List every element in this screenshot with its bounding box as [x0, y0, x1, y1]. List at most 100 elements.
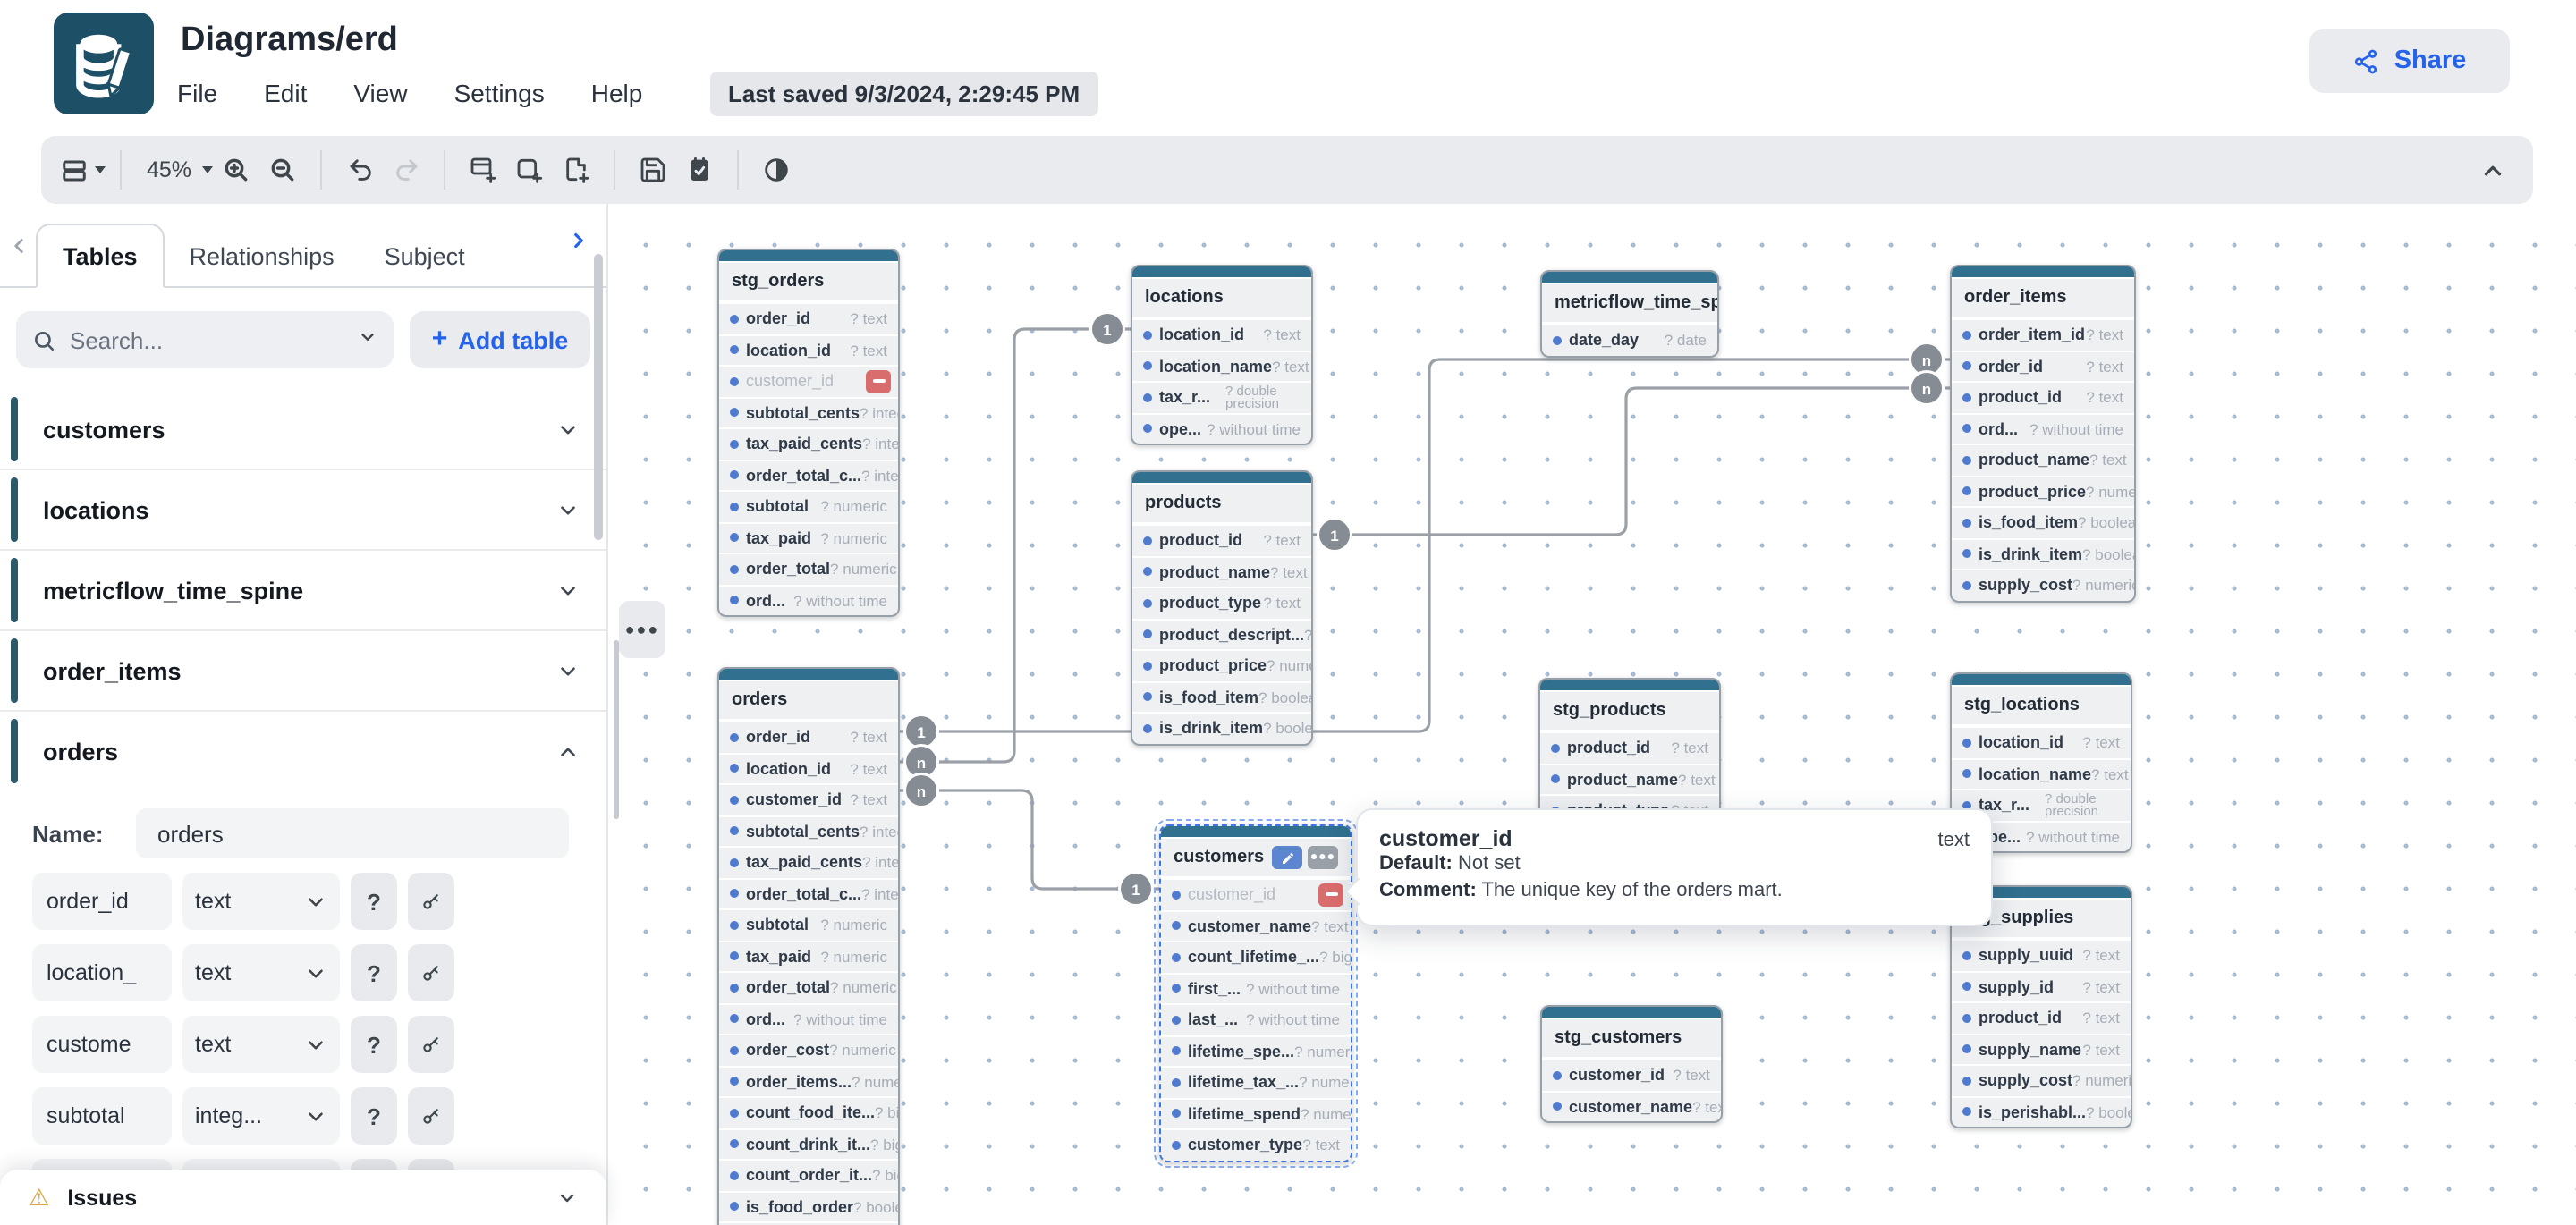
- field-row-is_perishabl[interactable]: is_perishabl...? boolean: [1952, 1095, 2131, 1127]
- table-node-metricflow_time_spine[interactable]: metricflow_time_spinedate_day? date: [1540, 270, 1719, 357]
- chevron-down-icon[interactable]: [556, 659, 580, 682]
- field-row-product_price[interactable]: product_price? numeric: [1132, 649, 1311, 680]
- field-row-customer_name[interactable]: customer_name? text: [1161, 909, 1351, 941]
- chevron-down-icon[interactable]: [556, 498, 580, 521]
- field-row-product_type[interactable]: product_type? text: [1132, 587, 1311, 618]
- field-type-select[interactable]: text: [182, 1016, 340, 1073]
- field-row-product_id[interactable]: product_id? text: [1952, 381, 2134, 412]
- field-row-subtotal_cents[interactable]: subtotal_cents? integer: [719, 815, 898, 846]
- nullable-toggle-button[interactable]: ?: [351, 1087, 397, 1145]
- field-row-location_id[interactable]: location_id? text: [719, 752, 898, 783]
- field-row-customer_id[interactable]: customer_id? text: [1542, 1059, 1721, 1090]
- contrast-toggle-button[interactable]: [753, 145, 800, 195]
- field-row-subtotal[interactable]: subtotal? numeric: [719, 908, 898, 940]
- menu-help[interactable]: Help: [590, 79, 643, 107]
- field-row-product_name[interactable]: product_name? text: [1952, 444, 2134, 475]
- edit-table-button[interactable]: [1272, 846, 1302, 869]
- field-row-date_day[interactable]: date_day? date: [1542, 324, 1717, 355]
- field-row-is_food_order[interactable]: is_food_order? boolean: [719, 1190, 898, 1221]
- redo-button[interactable]: [383, 145, 429, 195]
- field-row-product_id[interactable]: product_id? text: [1132, 524, 1311, 555]
- field-row-last_[interactable]: last_...? without time: [1161, 1003, 1351, 1035]
- field-row-supply_name[interactable]: supply_name? text: [1952, 1033, 2131, 1064]
- field-name-input[interactable]: order_id: [32, 873, 172, 930]
- snapshot-check-button[interactable]: [676, 145, 723, 195]
- field-row-lifetime_spend[interactable]: lifetime_spend? numeric: [1161, 1097, 1351, 1128]
- nullable-toggle-button[interactable]: ?: [351, 1016, 397, 1073]
- sidebar-scrollbar[interactable]: [594, 254, 603, 540]
- field-row-product_price[interactable]: product_price? numeric: [1952, 475, 2134, 506]
- search-input[interactable]: Search...: [16, 311, 394, 368]
- field-row-supply_cost[interactable]: supply_cost? numeric: [1952, 569, 2134, 600]
- field-row-is_food_item[interactable]: is_food_item? boolean: [1952, 506, 2134, 537]
- field-row-ord[interactable]: ord...? without time: [719, 1002, 898, 1034]
- menu-file[interactable]: File: [177, 79, 218, 107]
- menu-edit[interactable]: Edit: [264, 79, 308, 107]
- tabs-scroll-right-button[interactable]: [560, 229, 596, 252]
- sidebar-resize-handle[interactable]: [613, 640, 618, 819]
- field-row-customer_type[interactable]: customer_type? text: [1161, 1128, 1351, 1160]
- app-logo[interactable]: [54, 13, 154, 114]
- field-row-count_food_ite[interactable]: count_food_ite...? bigint: [719, 1096, 898, 1128]
- nullable-toggle-button[interactable]: ?: [351, 873, 397, 930]
- primary-key-button[interactable]: [408, 1016, 454, 1073]
- field-row-tax_paid_cents[interactable]: tax_paid_cents? integer: [719, 846, 898, 877]
- primary-key-button[interactable]: [408, 873, 454, 930]
- nullable-toggle-button[interactable]: ?: [351, 944, 397, 1001]
- chevron-up-icon[interactable]: [556, 739, 580, 763]
- zoom-in-button[interactable]: [213, 145, 259, 195]
- field-row-order_total_c[interactable]: order_total_c...? integer: [719, 459, 898, 490]
- field-row-customer_id[interactable]: customer_id: [719, 365, 898, 396]
- sidebar-item-orders[interactable]: orders: [0, 712, 606, 790]
- field-row-lifetime_spe[interactable]: lifetime_spe...? numeric: [1161, 1035, 1351, 1066]
- field-row-is_drink_item[interactable]: is_drink_item? boolean: [1952, 537, 2134, 569]
- menu-settings[interactable]: Settings: [453, 79, 545, 107]
- field-row-supply_cost[interactable]: supply_cost? numeric: [1952, 1064, 2131, 1095]
- add-table-button[interactable]: + Add table: [410, 311, 590, 368]
- field-row-product_name[interactable]: product_name? text: [1132, 555, 1311, 587]
- field-row-order_id[interactable]: order_id? text: [719, 721, 898, 752]
- issues-expand-chevron[interactable]: [556, 1187, 578, 1208]
- sidebar-item-order_items[interactable]: order_items: [0, 631, 606, 712]
- field-name-input[interactable]: custome: [32, 1016, 172, 1073]
- sidebar-item-customers[interactable]: customers: [0, 390, 606, 470]
- field-row-ord[interactable]: ord...? without time: [719, 584, 898, 615]
- field-row-order_items[interactable]: order_items...? numeric: [719, 1065, 898, 1096]
- zoom-level-dropdown[interactable]: 45%: [136, 145, 214, 195]
- field-row-supply_uuid[interactable]: supply_uuid? text: [1952, 939, 2131, 970]
- field-more-button[interactable]: ●●●: [619, 601, 665, 658]
- issues-bar[interactable]: ⚠ Issues: [0, 1170, 606, 1225]
- field-row-order_total[interactable]: order_total? numeric: [719, 971, 898, 1002]
- sidebar-item-metricflow_time_spine[interactable]: metricflow_time_spine: [0, 551, 606, 631]
- field-row-order_item_id[interactable]: order_item_id? text: [1952, 318, 2134, 350]
- field-row-tax_paid[interactable]: tax_paid? numeric: [719, 940, 898, 971]
- save-button[interactable]: [630, 145, 676, 195]
- sidebar-item-locations[interactable]: locations: [0, 470, 606, 551]
- field-row-order_id[interactable]: order_id? text: [1952, 350, 2134, 381]
- field-type-select[interactable]: text: [182, 944, 340, 1001]
- field-row-tax_r[interactable]: tax_r...? double precision: [1132, 381, 1311, 412]
- field-row-ope[interactable]: ope...? without time: [1132, 412, 1311, 444]
- field-row-order_total_c[interactable]: order_total_c...? integer: [719, 877, 898, 908]
- chevron-down-icon[interactable]: [556, 579, 580, 602]
- field-row-tax_paid_cents[interactable]: tax_paid_cents? integer: [719, 427, 898, 459]
- field-row-location_name[interactable]: location_name? text: [1952, 757, 2131, 789]
- field-row-location_id[interactable]: location_id? text: [719, 334, 898, 365]
- field-row-lifetime_tax_[interactable]: lifetime_tax_...? numeric: [1161, 1066, 1351, 1097]
- field-row-order_cost[interactable]: order_cost? numeric: [719, 1034, 898, 1065]
- share-button[interactable]: Share: [2309, 29, 2510, 93]
- field-row-customer_id[interactable]: customer_id: [1161, 878, 1351, 909]
- tab-tables[interactable]: Tables: [36, 224, 165, 288]
- layout-panels-button[interactable]: [59, 145, 106, 195]
- field-row-order_total[interactable]: order_total? numeric: [719, 553, 898, 584]
- field-row-count_lifetime_[interactable]: count_lifetime_...? bigint: [1161, 941, 1351, 972]
- field-row-ord[interactable]: ord...? without time: [1952, 412, 2134, 444]
- field-type-select[interactable]: integ...: [182, 1087, 340, 1145]
- field-row-customer_id[interactable]: customer_id? text: [719, 783, 898, 815]
- table-more-button[interactable]: ●●●: [1308, 846, 1338, 869]
